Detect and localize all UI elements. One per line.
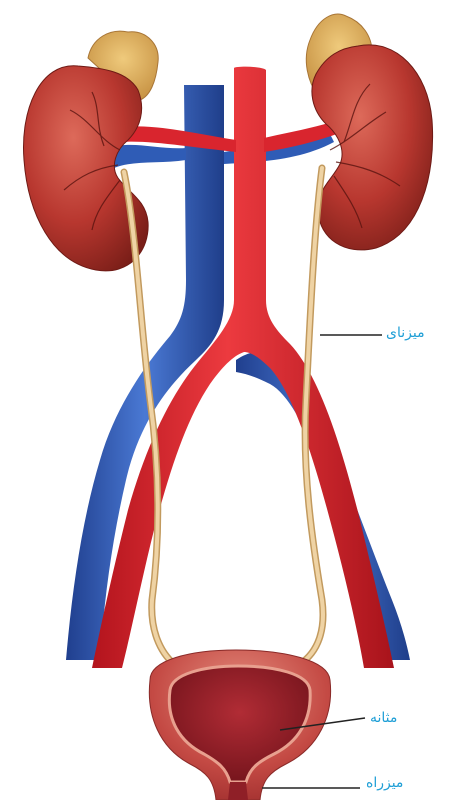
left-kidney [23,66,148,271]
right-kidney [312,45,433,250]
left-renal-vein [110,145,186,168]
ureter-label: میزنای [386,325,425,341]
urethra [228,782,248,800]
urethra-label: میزراه [366,775,403,791]
bladder-label: مثانه [370,710,397,726]
